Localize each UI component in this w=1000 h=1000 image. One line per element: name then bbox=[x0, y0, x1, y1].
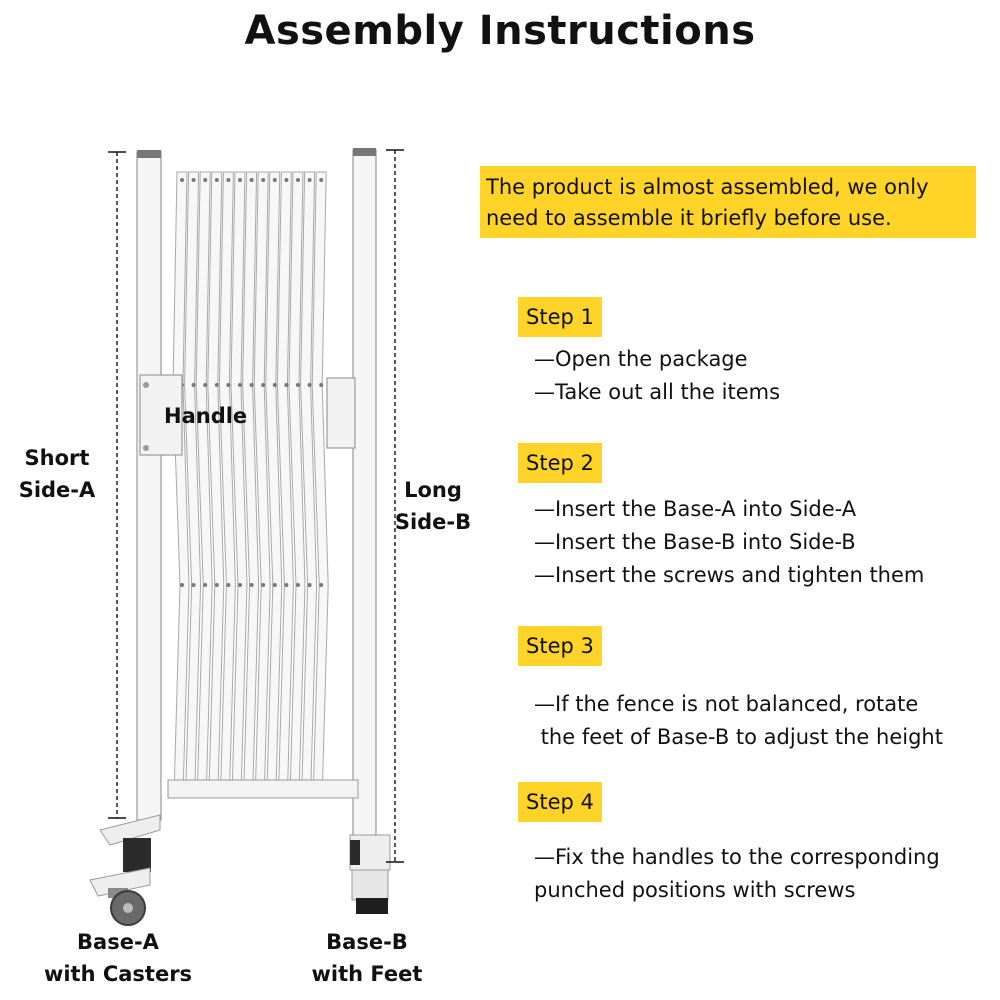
step-3-line: —If the fence is not balanced, rotate bbox=[534, 692, 919, 716]
base-a-casters bbox=[89, 814, 161, 926]
step-4-line: —Fix the handles to the corresponding bbox=[534, 845, 940, 869]
step-2-line: —Insert the Base-A into Side-A bbox=[534, 497, 857, 521]
step-1-label: Step 1 bbox=[518, 297, 602, 337]
page-title: Assembly Instructions bbox=[244, 8, 756, 54]
intro-callout: The product is almost assembled, we only… bbox=[480, 166, 976, 238]
handle-bracket-right bbox=[326, 377, 356, 449]
handle-label: Handle bbox=[164, 404, 248, 428]
gate-illustration bbox=[89, 148, 404, 926]
step-1-line: —Open the package bbox=[534, 347, 748, 371]
step-4-line: punched positions with screws bbox=[534, 878, 856, 902]
step-2-line: —Insert the Base-B into Side-B bbox=[534, 530, 856, 554]
intro-line: need to assemble it briefly before use. bbox=[486, 206, 892, 230]
base-b-feet bbox=[349, 834, 391, 914]
handle-bracket-left bbox=[139, 374, 183, 456]
step-2-line: —Insert the screws and tighten them bbox=[534, 563, 925, 587]
intro-line: The product is almost assembled, we only bbox=[486, 175, 929, 199]
scissor-slats bbox=[172, 171, 329, 796]
long-side-label: Long Side-B bbox=[394, 478, 472, 534]
short-side-label: Short Side-A bbox=[18, 446, 96, 502]
step-3-label: Step 3 bbox=[518, 626, 602, 666]
step-1-line: —Take out all the items bbox=[534, 380, 781, 404]
step-3-line: the feet of Base-B to adjust the height bbox=[534, 725, 943, 749]
base-a-label: Base-A with Casters bbox=[43, 930, 193, 986]
step-2-label: Step 2 bbox=[518, 443, 602, 483]
side-b-post bbox=[352, 149, 377, 841]
base-b-label: Base-B with Feet bbox=[311, 930, 423, 986]
side-a-post bbox=[136, 151, 162, 821]
step-4-label: Step 4 bbox=[518, 782, 602, 822]
dimension-lines bbox=[108, 149, 404, 863]
